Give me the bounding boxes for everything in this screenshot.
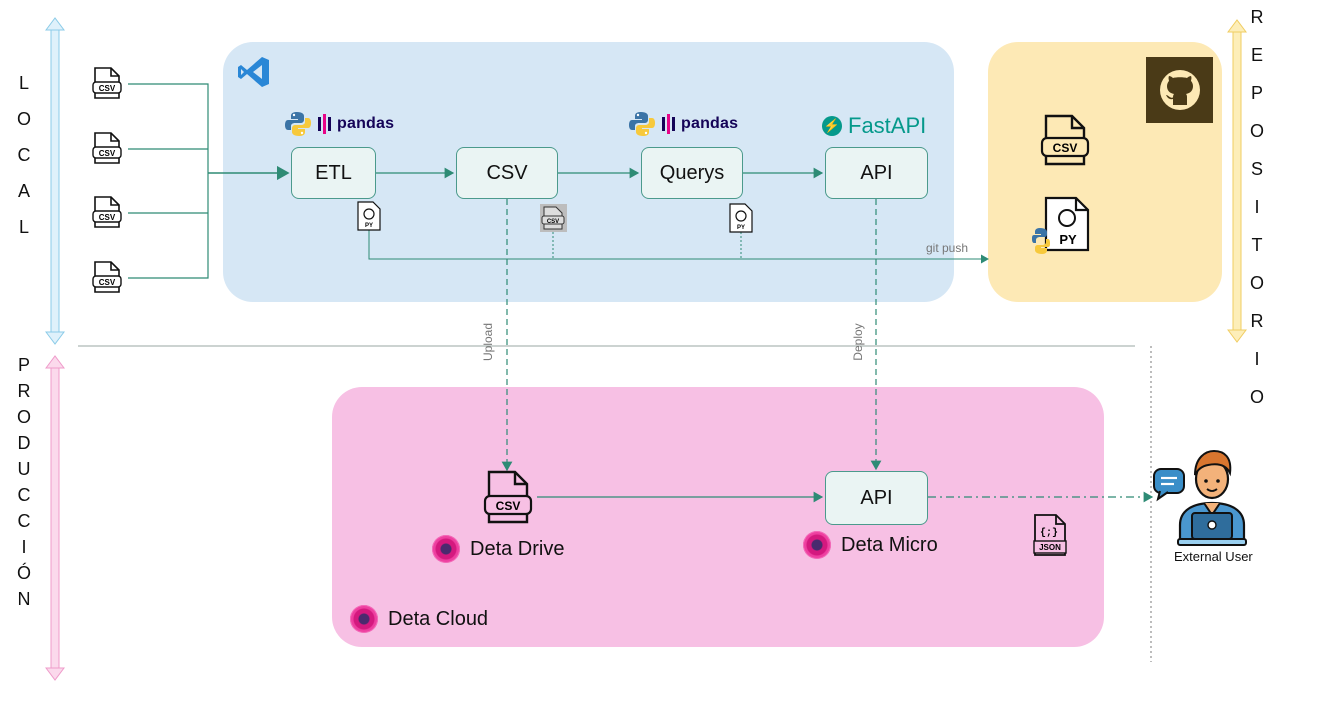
- svg-text:CSV: CSV: [99, 84, 116, 93]
- side-label-letter: P: [18, 355, 31, 375]
- side-label-letter: I: [1254, 349, 1260, 369]
- deta-logo-icon: [350, 605, 378, 633]
- repositorio-axis-arrow: [1227, 19, 1247, 343]
- side-label-letter: C: [17, 485, 31, 505]
- side-label-letter: T: [1251, 235, 1263, 255]
- side-label-letter: O: [1250, 387, 1265, 407]
- svg-text:PY: PY: [1059, 232, 1077, 247]
- svg-text:PY: PY: [365, 223, 373, 229]
- svg-text:JSON: JSON: [1039, 543, 1061, 552]
- side-label-letter: R: [17, 381, 31, 401]
- deta-logo-icon: [803, 531, 831, 559]
- python-pandas-badge-1: pandas: [284, 110, 394, 138]
- side-label-letter: R: [1250, 7, 1264, 27]
- python-icon: [285, 112, 311, 136]
- svg-text:CSV: CSV: [547, 219, 559, 225]
- vscode-icon: [238, 57, 269, 87]
- json-file-icon: {;} JSON: [1032, 513, 1068, 562]
- svg-text:CSV: CSV: [99, 149, 116, 158]
- csv-node[interactable]: CSV: [456, 147, 558, 199]
- side-label-letter: L: [19, 73, 30, 93]
- side-label-letter: O: [1250, 273, 1265, 293]
- pandas-label: pandas: [681, 115, 739, 132]
- side-label-letter: I: [1254, 197, 1260, 217]
- api-production-node[interactable]: API: [825, 471, 928, 525]
- side-label-letter: O: [17, 407, 32, 427]
- external-user-label: External User: [1174, 549, 1253, 564]
- pandas-icon: [318, 114, 331, 134]
- deploy-label: Deploy: [851, 323, 865, 361]
- fastapi-label: FastAPI: [848, 113, 927, 138]
- external-user-icon: [1153, 449, 1247, 546]
- csv-file-icon: CSV: [92, 195, 122, 234]
- deta-logo-icon: [432, 535, 460, 563]
- etl-node[interactable]: ETL: [291, 147, 376, 199]
- side-label-letter: Ó: [17, 563, 32, 583]
- side-label-letter: U: [17, 459, 31, 479]
- side-label-letter: O: [17, 109, 32, 129]
- repo-py-file-icon: PY: [1032, 196, 1092, 261]
- github-icon: [1146, 57, 1213, 123]
- csv-file-icon: CSV: [540, 204, 567, 237]
- svg-text:{;}: {;}: [1040, 527, 1058, 539]
- side-label-letter: S: [1251, 159, 1264, 179]
- side-label-letter: E: [1251, 45, 1264, 65]
- deta-cloud-label: Deta Cloud: [350, 605, 488, 633]
- upload-label: Upload: [481, 322, 495, 362]
- fastapi-icon: ⚡: [822, 116, 842, 136]
- api-local-node[interactable]: API: [825, 147, 928, 199]
- csv-file-icon: CSV: [92, 66, 122, 105]
- deta-drive-csv-icon: CSV: [483, 470, 533, 529]
- python-pandas-badge-2: pandas: [628, 110, 738, 138]
- svg-text:CSV: CSV: [1053, 141, 1078, 155]
- local-axis-arrow: [45, 17, 65, 345]
- svg-text:PY: PY: [737, 225, 745, 231]
- pandas-label: pandas: [337, 115, 395, 132]
- deta-micro-label: Deta Micro: [803, 531, 938, 559]
- deta-drive-label: Deta Drive: [432, 535, 564, 563]
- python-icon: [629, 112, 655, 136]
- side-label-letter: I: [21, 537, 27, 557]
- svg-text:CSV: CSV: [496, 499, 521, 513]
- side-label-letter: D: [17, 433, 31, 453]
- svg-text:CSV: CSV: [99, 278, 116, 287]
- svg-text:CSV: CSV: [99, 213, 116, 222]
- side-label-letter: A: [18, 181, 31, 201]
- pandas-icon: [662, 114, 675, 134]
- py-file-icon: PY: [357, 201, 381, 236]
- produccion-axis-arrow: [45, 355, 65, 681]
- side-label-letter: R: [1250, 311, 1264, 331]
- side-label-letter: C: [17, 511, 31, 531]
- side-label-letter: P: [1251, 83, 1264, 103]
- side-label-letter: C: [17, 145, 31, 165]
- py-file-icon: PY: [729, 203, 753, 238]
- side-label-letter: O: [1250, 121, 1265, 141]
- fastapi-badge: ⚡ FastAPI: [822, 113, 926, 139]
- repo-csv-file-icon: CSV: [1040, 114, 1090, 171]
- side-label-letter: L: [19, 217, 30, 237]
- csv-file-icon: CSV: [92, 131, 122, 170]
- querys-node[interactable]: Querys: [641, 147, 743, 199]
- csv-file-icon: CSV: [92, 260, 122, 299]
- production-cloud-region: [332, 387, 1104, 647]
- git-push-label: git push: [926, 241, 969, 255]
- side-label-letter: N: [17, 589, 31, 609]
